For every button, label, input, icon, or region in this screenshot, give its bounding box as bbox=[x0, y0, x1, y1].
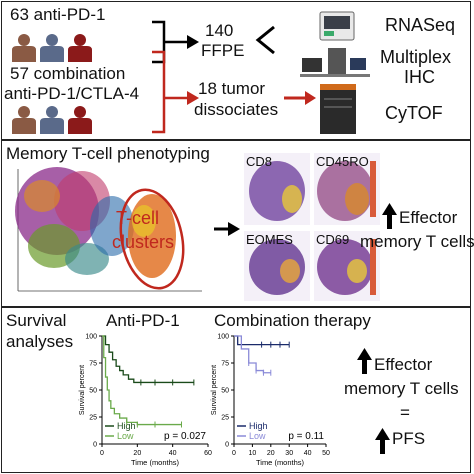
phenotyping-title: Memory T-cell phenotyping bbox=[6, 144, 210, 163]
x-tick-label: 10 bbox=[249, 450, 257, 457]
group2-label-line1: 57 combination bbox=[10, 64, 126, 83]
marker-cd45ro-label: CD45RO bbox=[316, 154, 369, 169]
y-tick-label: 100 bbox=[217, 334, 229, 341]
y-tick-label: 25 bbox=[89, 415, 97, 422]
person-icon bbox=[12, 34, 36, 62]
survival-panel: Survival analyses Anti-PD-1 Combination … bbox=[1, 307, 471, 473]
split-chevron bbox=[255, 25, 275, 55]
survival-curve-low bbox=[102, 335, 182, 426]
dissociates-line2: dissociates bbox=[194, 100, 279, 119]
p-value-annotation: p = 0.11 bbox=[288, 431, 324, 442]
clusters-label-line1: T-cell bbox=[116, 208, 160, 228]
black-arrow-head bbox=[228, 222, 240, 236]
km1-title: Anti-PD-1 bbox=[106, 311, 180, 330]
survival-title-line2: analyses bbox=[6, 332, 74, 351]
study-design-graphics bbox=[12, 11, 370, 134]
y-tick-label: 75 bbox=[221, 361, 229, 368]
increase-arrow-icon bbox=[382, 203, 397, 229]
person-icon bbox=[68, 34, 92, 62]
marker-eomes-label: EOMES bbox=[246, 232, 293, 247]
y-axis-label: Survival percent bbox=[79, 365, 86, 415]
increase-arrow-icon bbox=[375, 428, 390, 454]
survival-equals: = bbox=[400, 403, 410, 422]
legend-label: High bbox=[249, 421, 268, 431]
person-icon bbox=[68, 106, 92, 134]
dissociates-arrow-head bbox=[187, 91, 199, 105]
legend-label: Low bbox=[249, 431, 266, 441]
x-tick-label: 40 bbox=[304, 450, 312, 457]
x-tick-label: 0 bbox=[100, 450, 104, 457]
marker-tile-eomes bbox=[244, 231, 310, 301]
marker-tile-cd69 bbox=[314, 231, 380, 301]
marker-tile-cd8 bbox=[244, 153, 310, 225]
x-tick-label: 0 bbox=[232, 450, 236, 457]
group1-label: 63 anti-PD-1 bbox=[10, 5, 106, 24]
p-value-annotation: p = 0.027 bbox=[164, 431, 206, 442]
y-axis-label: Survival percent bbox=[211, 365, 218, 415]
survival-effector-line1: Effector bbox=[374, 355, 433, 374]
y-tick-label: 0 bbox=[225, 442, 229, 449]
tsne-plot bbox=[15, 167, 202, 292]
y-tick-label: 50 bbox=[89, 388, 97, 395]
phenotyping-panel: Memory T-cell phenotyping bbox=[1, 140, 474, 307]
x-axis-label: Time (months) bbox=[131, 458, 180, 467]
y-tick-label: 100 bbox=[85, 334, 97, 341]
x-tick-label: 20 bbox=[133, 450, 141, 457]
x-tick-label: 50 bbox=[322, 450, 330, 457]
person-icon bbox=[40, 34, 64, 62]
assay-ihc-line2: IHC bbox=[404, 67, 435, 87]
y-tick-label: 0 bbox=[93, 442, 97, 449]
assay-ihc-line1: Multiplex bbox=[380, 47, 452, 67]
red-arrow-head bbox=[305, 91, 316, 105]
assay-rnaseq: RNASeq bbox=[385, 15, 456, 35]
survival-effector-line2: memory T cells bbox=[344, 379, 459, 398]
result-arrows bbox=[357, 348, 390, 454]
study-design-panel: 63 anti-PD-1 57 combination anti-PD-1/CT… bbox=[1, 1, 471, 140]
person-icon bbox=[12, 106, 36, 134]
y-tick-label: 50 bbox=[221, 388, 229, 395]
effector-result-line2: memory T cells bbox=[360, 232, 474, 251]
ffpe-bracket bbox=[152, 20, 187, 64]
survival-curve-high bbox=[234, 335, 290, 346]
survival-pfs: PFS bbox=[392, 429, 426, 448]
survival-curve-high bbox=[102, 335, 194, 384]
marker-cd69-label: CD69 bbox=[316, 232, 350, 247]
legend-label: High bbox=[117, 421, 136, 431]
x-tick-label: 60 bbox=[204, 450, 212, 457]
patient-icons-group-2 bbox=[12, 106, 92, 134]
x-tick-label: 20 bbox=[267, 450, 275, 457]
marker-cd8-label: CD8 bbox=[246, 154, 273, 169]
group2-label-line2: anti-PD-1/CTLA-4 bbox=[4, 84, 140, 103]
x-axis-label: Time (months) bbox=[256, 458, 305, 467]
marker-tile-cd45ro bbox=[314, 153, 380, 225]
cytof-icon bbox=[320, 84, 356, 134]
phenotyping-graphics bbox=[15, 153, 397, 301]
ffpe-count: 140 bbox=[205, 21, 234, 40]
assay-cytof: CyTOF bbox=[385, 103, 443, 123]
effector-result-line1: Effector bbox=[399, 208, 458, 227]
y-tick-label: 75 bbox=[89, 361, 97, 368]
dissociates-bracket bbox=[152, 50, 187, 134]
legend-label: Low bbox=[117, 431, 134, 441]
x-tick-label: 30 bbox=[285, 450, 293, 457]
ffpe-label: FFPE bbox=[201, 41, 245, 60]
increase-arrow-icon bbox=[357, 348, 372, 374]
dissociates-line1: 18 tumor bbox=[198, 79, 266, 98]
clusters-label-line2: clusters bbox=[112, 232, 175, 252]
km2-title: Combination therapy bbox=[214, 311, 371, 330]
x-tick-label: 40 bbox=[169, 450, 177, 457]
survival-title-line1: Survival bbox=[6, 311, 67, 330]
microscope-icon bbox=[300, 48, 370, 77]
sequencer-icon bbox=[319, 11, 355, 41]
patient-icons-group-1 bbox=[12, 34, 92, 62]
person-icon bbox=[40, 106, 64, 134]
ffpe-arrow-head bbox=[187, 35, 199, 49]
y-tick-label: 25 bbox=[221, 415, 229, 422]
